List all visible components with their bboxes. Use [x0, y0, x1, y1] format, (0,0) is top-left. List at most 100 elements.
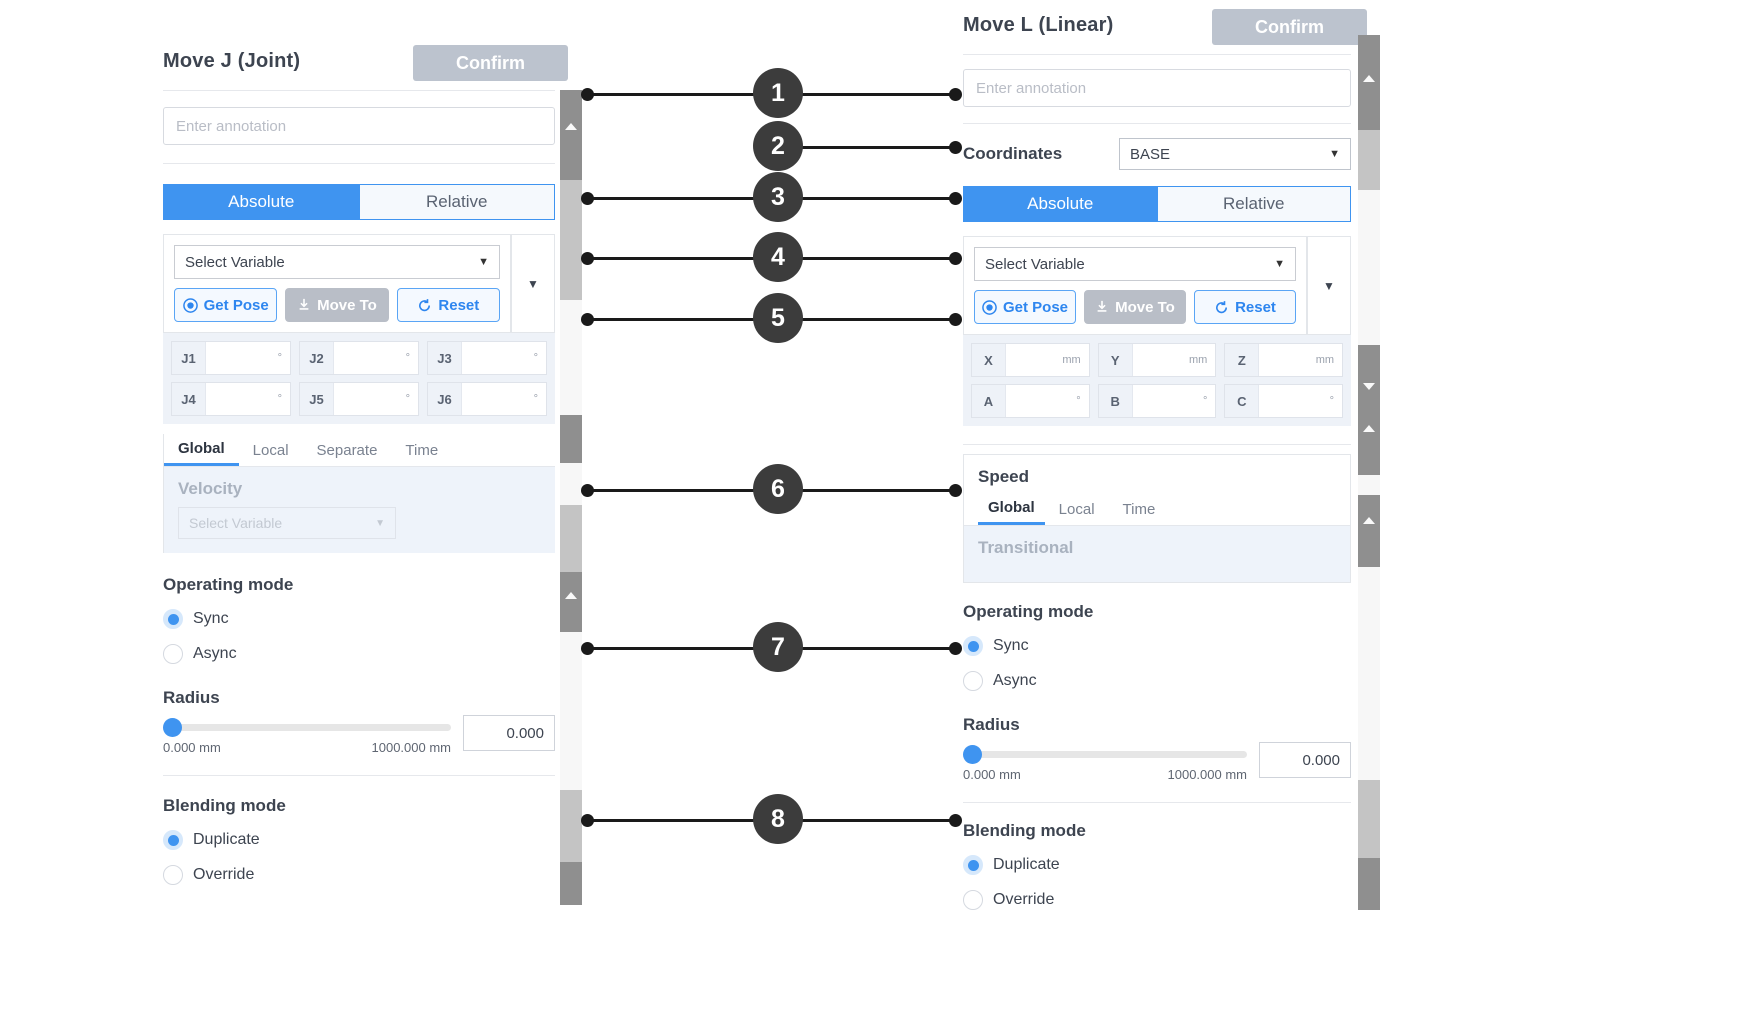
scrollbar-thumb-r2[interactable]: [1358, 345, 1380, 475]
scrollbar-track-seg-3[interactable]: [560, 790, 582, 862]
pose-field-z[interactable]: Z mm: [1224, 343, 1344, 377]
joint-field-j2[interactable]: J2 °: [299, 341, 419, 375]
scrollbar-thumb-r4[interactable]: [1358, 858, 1380, 910]
callout-line-left-8: [587, 819, 782, 822]
scroll-up-arrow-icon-r2[interactable]: [1363, 425, 1375, 432]
radio-override-indicator-right[interactable]: [963, 890, 983, 910]
radio-sync-indicator-right[interactable]: [963, 636, 983, 656]
radius-slider-knob-right[interactable]: [963, 745, 982, 764]
joint-field-j6[interactable]: J6 °: [427, 382, 547, 416]
callout-badge-2: 2: [753, 121, 803, 171]
radius-slider-track-right[interactable]: [963, 751, 1247, 758]
radius-title-right: Radius: [963, 715, 1020, 734]
radio-override[interactable]: Override: [163, 865, 555, 885]
scrollbar-track-seg[interactable]: [560, 180, 582, 300]
pose-field-x[interactable]: X mm: [971, 343, 1090, 377]
left-panel-scrollbar[interactable]: [560, 90, 582, 905]
variable-card-expand-right[interactable]: ▼: [1307, 236, 1351, 335]
scrollbar-thumb-3[interactable]: [560, 572, 582, 632]
radio-duplicate-right[interactable]: Duplicate: [963, 855, 1351, 875]
variable-select[interactable]: Select Variable ▼: [174, 245, 500, 279]
operating-mode-section-right: Operating mode Sync Async: [963, 602, 1351, 691]
radius-value-input[interactable]: 0.000: [463, 715, 555, 751]
scroll-down-arrow-icon-r[interactable]: [1363, 383, 1375, 390]
radio-duplicate[interactable]: Duplicate: [163, 830, 555, 850]
move-to-button[interactable]: Move To: [285, 288, 389, 322]
radius-slider[interactable]: [163, 718, 451, 737]
callout-line-left-7: [587, 647, 782, 650]
get-pose-button[interactable]: Get Pose: [174, 288, 278, 322]
radio-async[interactable]: Async: [163, 644, 555, 664]
scrollbar-thumb-4[interactable]: [560, 862, 582, 905]
right-panel-scrollbar[interactable]: [1358, 35, 1380, 910]
callout-line-right-4: [775, 257, 955, 260]
pose-field-a[interactable]: A °: [971, 384, 1090, 418]
target-icon: [982, 299, 997, 315]
annotation-input-right[interactable]: [963, 69, 1351, 107]
pose-field-b[interactable]: B °: [1097, 384, 1217, 418]
scroll-up-arrow-icon-2[interactable]: [565, 592, 577, 599]
pose-mode-tabs-right[interactable]: Absolute Relative: [963, 186, 1351, 222]
scrollbar-track-seg-r2[interactable]: [1358, 780, 1380, 858]
radio-duplicate-indicator[interactable]: [163, 830, 183, 850]
tab-global-right[interactable]: Global: [978, 493, 1045, 525]
radio-async-right[interactable]: Async: [963, 671, 1351, 691]
tab-local-right[interactable]: Local: [1058, 500, 1095, 518]
radio-async-indicator-right[interactable]: [963, 671, 983, 691]
tab-relative[interactable]: Relative: [359, 184, 555, 220]
radio-async-indicator[interactable]: [163, 644, 183, 664]
scrollbar-thumb-2[interactable]: [560, 415, 582, 463]
tab-time-right[interactable]: Time: [1122, 500, 1156, 518]
scrollbar-thumb[interactable]: [560, 90, 582, 180]
scroll-up-arrow-icon[interactable]: [565, 123, 577, 130]
confirm-button-right[interactable]: Confirm: [1212, 9, 1367, 45]
joint-field-j4[interactable]: J4 °: [171, 382, 291, 416]
tab-separate[interactable]: Separate: [316, 441, 378, 459]
callout-dot-right-8: [949, 814, 962, 827]
get-pose-button-right[interactable]: Get Pose: [974, 290, 1076, 324]
joint-field-j3[interactable]: J3 °: [427, 341, 547, 375]
scrollbar-thumb-r1[interactable]: [1358, 35, 1380, 130]
reset-button[interactable]: Reset: [396, 288, 500, 322]
radio-duplicate-indicator-right[interactable]: [963, 855, 983, 875]
radius-value-input-right[interactable]: 0.000: [1259, 742, 1351, 778]
pose-field-c[interactable]: C °: [1224, 384, 1344, 418]
scrollbar-thumb-r3[interactable]: [1358, 495, 1380, 567]
radius-slider-track[interactable]: [163, 724, 451, 731]
annotation-input[interactable]: [163, 107, 555, 145]
tab-absolute-right[interactable]: Absolute: [963, 186, 1158, 222]
radio-override-indicator[interactable]: [163, 865, 183, 885]
radio-sync-indicator[interactable]: [163, 609, 183, 629]
variable-select-right[interactable]: Select Variable ▼: [974, 247, 1296, 281]
radio-sync-right[interactable]: Sync: [963, 636, 1351, 656]
pose-field-y[interactable]: Y mm: [1097, 343, 1217, 377]
joint-field-j5[interactable]: J5 °: [299, 382, 419, 416]
speed-tabs[interactable]: Global Local Separate Time: [164, 434, 555, 467]
reset-button-right[interactable]: Reset: [1194, 290, 1296, 324]
move-to-button-right[interactable]: Move To: [1084, 290, 1186, 324]
tab-relative-right[interactable]: Relative: [1157, 186, 1351, 222]
callout-dot-right-5: [949, 313, 962, 326]
scrollbar-track-seg-2[interactable]: [560, 505, 582, 572]
blending-mode-section: Blending mode Duplicate Override: [163, 796, 555, 885]
speed-tabs-right[interactable]: Global Local Time: [964, 493, 1350, 526]
coordinates-select[interactable]: BASE ▼: [1119, 138, 1351, 170]
tab-local[interactable]: Local: [252, 441, 289, 459]
confirm-button-left[interactable]: Confirm: [413, 45, 568, 81]
pose-mode-tabs[interactable]: Absolute Relative: [163, 184, 555, 220]
move-to-label: Move To: [317, 296, 377, 314]
refresh-icon: [1216, 300, 1228, 313]
velocity-variable-select[interactable]: Select Variable ▼: [178, 507, 396, 539]
radio-sync[interactable]: Sync: [163, 609, 555, 629]
radius-slider-right[interactable]: [963, 745, 1247, 764]
radius-slider-knob[interactable]: [163, 718, 182, 737]
scrollbar-track-seg-r1[interactable]: [1358, 130, 1380, 190]
variable-card-expand[interactable]: ▼: [511, 234, 555, 333]
joint-field-j1[interactable]: J1 °: [171, 341, 291, 375]
tab-time[interactable]: Time: [405, 441, 439, 459]
radio-override-right[interactable]: Override: [963, 890, 1351, 910]
scroll-up-arrow-icon-r[interactable]: [1363, 75, 1375, 82]
tab-absolute[interactable]: Absolute: [163, 184, 360, 220]
tab-global[interactable]: Global: [164, 434, 239, 466]
scroll-up-arrow-icon-r3[interactable]: [1363, 517, 1375, 524]
